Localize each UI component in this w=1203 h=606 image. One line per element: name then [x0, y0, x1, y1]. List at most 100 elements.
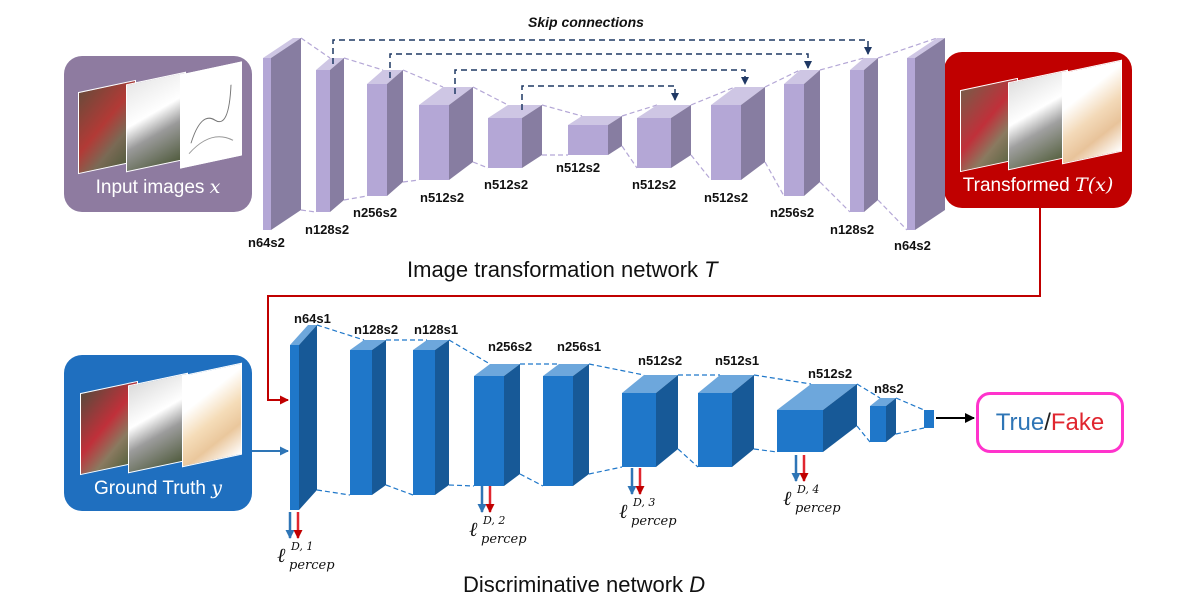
generator-title: Image transformation network T	[407, 257, 718, 282]
block-top-face	[850, 58, 878, 70]
skip-connection-arrow	[389, 53, 812, 78]
skip-connections-label: Skip connections	[528, 14, 644, 30]
block-top-face	[907, 38, 945, 58]
discriminator-connector-line	[385, 484, 414, 496]
block-front-face	[622, 393, 656, 467]
generator-network	[263, 37, 945, 231]
block-front-face	[350, 350, 372, 495]
input-images-panel: Input images x	[64, 56, 252, 212]
block-front-face	[850, 70, 864, 212]
generator-block	[568, 116, 622, 155]
block-side-face	[886, 398, 896, 442]
discriminator-connector-line	[519, 473, 544, 487]
generator-connector-line	[300, 37, 331, 59]
block-front-face	[784, 84, 804, 196]
transformed-panel: Transformed T(x)	[944, 52, 1132, 208]
generator-layer-label: n128s2	[830, 222, 875, 237]
generator-connector-line	[472, 161, 489, 169]
block-side-face	[330, 58, 344, 212]
block-front-face	[543, 376, 573, 486]
skip-connection-arrow	[332, 39, 872, 64]
perceptual-loss-subscript: percep	[631, 514, 677, 529]
discriminator-connector-line	[448, 339, 491, 365]
discriminator-output-block	[924, 410, 934, 428]
block-top-face	[543, 364, 589, 376]
perceptual-loss-superscript: D, 2	[482, 514, 505, 527]
block-top-face	[290, 325, 317, 345]
block-side-face	[299, 325, 317, 510]
block-top-face	[622, 375, 678, 393]
block-front-face	[637, 118, 671, 168]
block-side-face	[504, 364, 520, 486]
generator-block	[316, 58, 344, 212]
generator-layer-label: n512s2	[704, 190, 749, 205]
discriminator-connector-line	[316, 324, 365, 341]
discriminator-connector-line	[753, 448, 778, 453]
block-side-face	[804, 70, 820, 196]
generator-connector-line	[764, 69, 801, 88]
perceptual-loss-superscript: D, 1	[290, 540, 313, 553]
perceptual-loss-label: ℓ	[469, 517, 478, 541]
discriminator-block	[622, 375, 678, 467]
generator-connector-line	[690, 154, 712, 181]
block-side-face	[915, 38, 945, 230]
perceptual-loss-subscript: percep	[289, 558, 335, 573]
generator-connector-line	[402, 179, 420, 183]
generator-connector-line	[343, 195, 368, 201]
discriminator-connector-line	[856, 425, 871, 443]
discriminator-connector-line	[753, 374, 812, 385]
block-top-face	[711, 87, 765, 105]
generator-block	[637, 105, 691, 168]
block-top-face	[568, 116, 622, 125]
generator-connector-line	[300, 209, 317, 213]
block-front-face	[907, 58, 915, 230]
block-side-face	[732, 375, 754, 467]
block-front-face	[698, 393, 732, 467]
discriminator-connector-line	[588, 466, 623, 475]
block-front-face	[777, 410, 823, 452]
generator-block	[488, 105, 542, 168]
block-top-face	[263, 38, 301, 58]
discriminator-title: Discriminative network D	[463, 572, 706, 597]
discriminator-connector-line	[895, 427, 925, 435]
perceptual-loss-subscript: percep	[481, 532, 527, 547]
discriminator-block	[290, 325, 317, 510]
generator-connector-line	[877, 37, 938, 59]
block-front-face	[568, 125, 608, 155]
perceptual-loss-label: ℓ	[277, 543, 286, 567]
generator-block	[850, 58, 878, 212]
generator-connector-line	[877, 199, 908, 231]
generator-connector-line	[621, 145, 638, 169]
generator-connector-line	[541, 104, 583, 117]
discriminator-layer-label: n8s2	[874, 381, 904, 396]
discriminator-block	[350, 340, 386, 495]
discriminator-connector-line	[588, 363, 645, 376]
generator-block	[711, 87, 765, 180]
block-front-face	[711, 105, 741, 180]
block-side-face	[864, 58, 878, 212]
discriminator-block	[698, 375, 754, 467]
true-label: True	[995, 409, 1045, 436]
block-front-face	[290, 345, 299, 510]
input-images-label: Input images x	[95, 176, 221, 198]
block-top-face	[637, 105, 691, 118]
perceptual-loss-superscript: D, 4	[796, 483, 819, 496]
generator-block	[784, 70, 820, 196]
block-side-face	[387, 70, 403, 196]
input-photo-sketch	[180, 61, 242, 169]
block-top-face	[419, 87, 473, 105]
ground-truth-label: Ground Truth y	[94, 477, 222, 499]
generator-block	[263, 38, 301, 230]
block-side-face	[573, 364, 589, 486]
verdict-separator: /	[1044, 409, 1051, 436]
skip-connection-arrow	[521, 85, 679, 110]
discriminator-layer-label: n512s1	[715, 353, 760, 368]
discriminator-layer-label: n256s2	[488, 339, 533, 354]
discriminator-layer-label: n512s2	[808, 366, 853, 381]
generator-block	[367, 70, 403, 196]
block-front-face	[367, 84, 387, 196]
discriminator-block	[543, 364, 589, 486]
fake-label: Fake	[1050, 409, 1105, 436]
block-front-face	[419, 105, 449, 180]
